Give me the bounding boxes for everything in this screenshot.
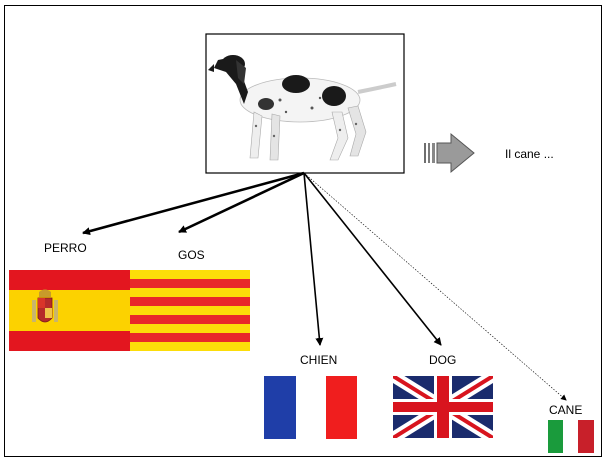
arrow-to-dog [303, 172, 442, 346]
arrow-to-chien [303, 172, 324, 346]
arrow-to-gos [178, 171, 305, 234]
arrow-caption: Il cane ... [505, 147, 554, 161]
word-cane: CANE [549, 403, 582, 417]
block-arrow-icon [424, 132, 475, 174]
spain-flag [9, 270, 130, 351]
word-dog: DOG [429, 353, 456, 367]
spain-coat-of-arms-icon [32, 289, 58, 323]
arrow-to-perro [82, 171, 305, 236]
catalonia-flag [130, 270, 250, 351]
connector-arrows [82, 171, 567, 401]
arrow-to-cane [303, 172, 567, 401]
word-perro: PERRO [44, 241, 87, 255]
uk-flag [393, 376, 493, 438]
italy-flag [548, 420, 594, 453]
word-gos: GOS [178, 248, 205, 262]
word-chien: CHIEN [300, 353, 337, 367]
dog-image [205, 33, 405, 174]
france-flag [264, 376, 357, 439]
dog-icon [208, 55, 397, 161]
